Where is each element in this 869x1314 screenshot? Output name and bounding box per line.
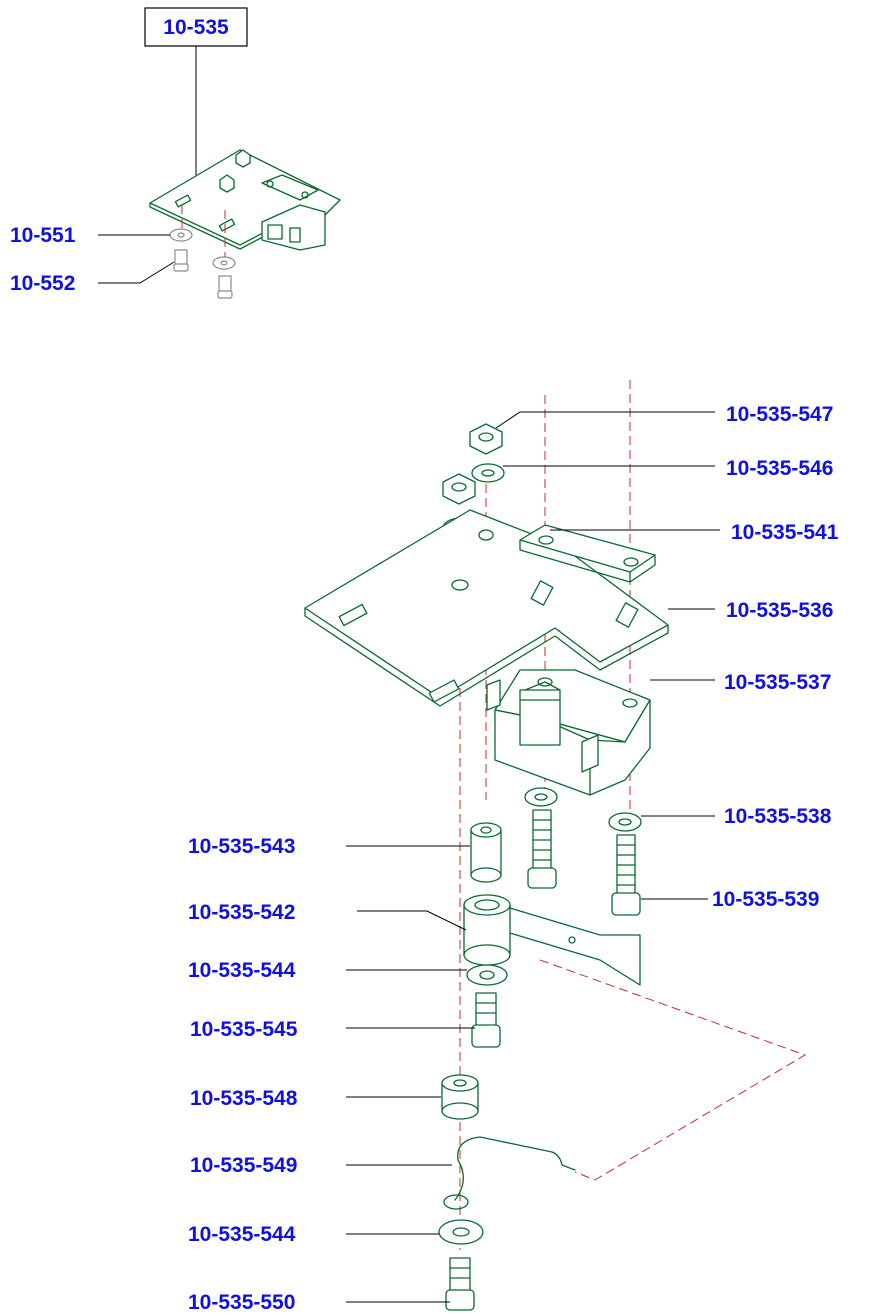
overview-hole [301, 191, 309, 199]
label-10-535-543[interactable]: 10-535-543 [188, 835, 295, 858]
washer-hole [618, 818, 632, 826]
bracket-541-edge [519, 539, 656, 583]
leader-10-552 [98, 261, 175, 284]
label-10-535-548[interactable]: 10-535-548 [190, 1087, 298, 1110]
overview-washer-hole [177, 232, 185, 238]
washer-hole [534, 793, 548, 801]
bracket-hole [623, 557, 639, 567]
overview-bracket [261, 174, 319, 201]
spring-eye [443, 1194, 469, 1210]
overview-screw-head [173, 263, 189, 272]
washer-544a [466, 964, 508, 986]
label-10-535-536[interactable]: 10-535-536 [726, 599, 833, 622]
washer-hole [479, 970, 495, 980]
washer-538a [524, 787, 558, 807]
overview-assembly: 10-535 10-551 10-552 [10, 7, 341, 299]
plate-slot [615, 602, 639, 628]
washer-546-hole [481, 469, 495, 477]
label-10-535-549[interactable]: 10-535-549 [190, 1154, 297, 1177]
spring-connection-line [539, 959, 807, 1181]
overview-washer-hole [220, 260, 228, 266]
plate-536-edge [304, 607, 669, 707]
screw-550 [445, 1257, 475, 1311]
plate-hole [478, 529, 494, 541]
leader-547 [495, 411, 715, 429]
screw-539b [611, 834, 641, 916]
overview-screw-head [217, 290, 233, 299]
assembly-label[interactable]: 10-535 [163, 16, 229, 39]
nut-547 [469, 423, 503, 455]
bracket-hole [538, 535, 554, 545]
spring-549 [454, 1136, 576, 1201]
overview-slot [218, 218, 236, 232]
washer-hole [452, 1227, 470, 1237]
label-10-535-544[interactable]: 10-535-544 [188, 959, 296, 982]
label-10-535-541[interactable]: 10-535-541 [731, 521, 839, 544]
label-10-535-545[interactable]: 10-535-545 [190, 1018, 298, 1041]
label-10-535-538[interactable]: 10-535-538 [724, 805, 832, 828]
overview-switch-button [267, 224, 283, 240]
screw-539a [527, 809, 557, 889]
nut-secondary [442, 473, 476, 505]
spacer-548 [441, 1074, 479, 1120]
spacer-543 [470, 822, 502, 883]
label-10-535-547[interactable]: 10-535-547 [726, 403, 833, 426]
label-10-552[interactable]: 10-552 [10, 272, 75, 295]
washer-544b [438, 1219, 484, 1245]
washer-538b [608, 812, 642, 832]
label-10-535-542[interactable]: 10-535-542 [188, 901, 295, 924]
label-10-551[interactable]: 10-551 [10, 224, 76, 247]
plate-slot [338, 603, 368, 627]
overview-slot [174, 194, 192, 208]
leader-542 [357, 910, 467, 931]
assembly-label-box [144, 7, 248, 47]
overview-plate-edge [149, 202, 279, 250]
switch-537 [486, 669, 651, 796]
overview-hole [266, 180, 274, 188]
overview-nut [235, 149, 251, 168]
plate-hole [451, 579, 469, 591]
label-10-535-539[interactable]: 10-535-539 [712, 888, 819, 911]
lever-542 [463, 894, 641, 986]
plate-slot [428, 679, 460, 703]
washer-546 [471, 463, 505, 483]
label-10-535-546[interactable]: 10-535-546 [726, 457, 833, 480]
label-10-535-537[interactable]: 10-535-537 [724, 671, 831, 694]
screw-545 [471, 992, 501, 1048]
plate-536 [304, 509, 669, 699]
label-10-535-544[interactable]: 10-535-544 [188, 1223, 296, 1246]
plate-slot [530, 580, 554, 606]
exploded-view: 10-535-547 10-535-546 10-535-541 10-535-… [188, 380, 839, 1314]
overview-nut [219, 174, 235, 193]
label-10-535-550[interactable]: 10-535-550 [188, 1291, 295, 1314]
overview-switch-terminal [289, 227, 301, 243]
